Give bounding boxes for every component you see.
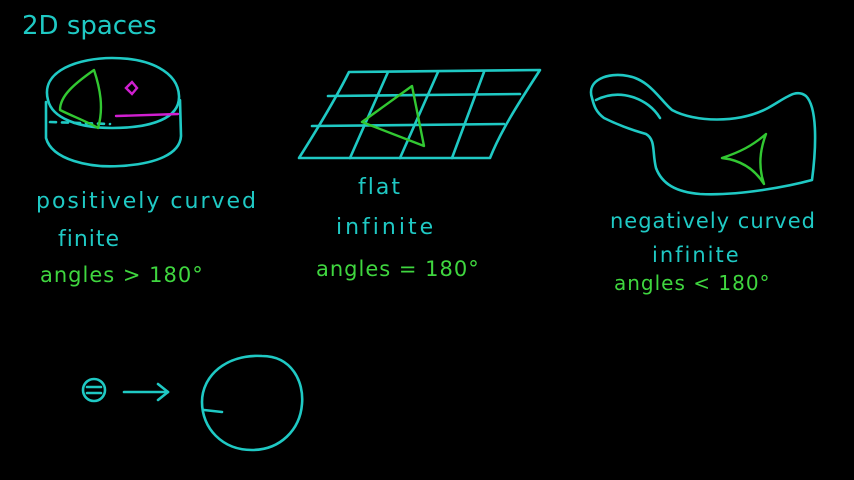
label-angles-greater: angles > 180° [40, 263, 204, 287]
label-angles-equal: angles = 180° [316, 257, 480, 281]
large-circle-drawing [200, 354, 304, 452]
saddle-drawing [589, 73, 817, 196]
arrow-right-icon [122, 382, 170, 402]
label-infinite-flat: infinite [336, 215, 436, 240]
small-face-icon [81, 377, 107, 403]
label-negatively-curved: negatively curved [610, 209, 816, 233]
label-flat: flat [358, 175, 402, 200]
sphere-drawing [44, 56, 183, 168]
label-positively-curved: positively curved [36, 189, 258, 214]
label-finite: finite [58, 227, 120, 252]
label-infinite-negative: infinite [652, 243, 741, 267]
plane-drawing [297, 68, 542, 160]
label-angles-less: angles < 180° [614, 271, 771, 295]
page-title: 2D spaces [22, 11, 157, 41]
